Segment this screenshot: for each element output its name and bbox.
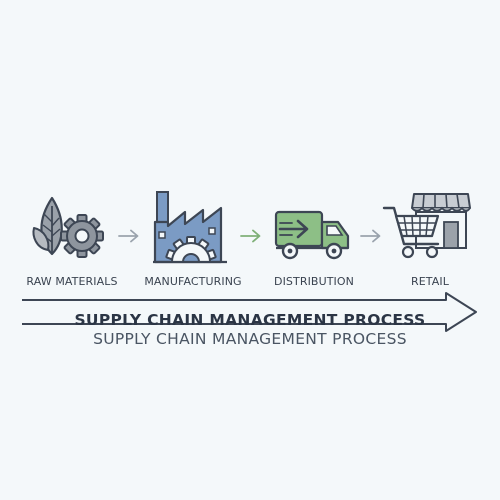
step-label-manufacturing: MANUFACTURING (144, 275, 242, 288)
connector-arrow-2 (240, 229, 261, 243)
step-label-retail: RETAIL (411, 275, 449, 288)
connector-arrow-1 (118, 229, 139, 243)
connector-arrow-3 (360, 229, 381, 243)
banner-title-bold: SUPPLY CHAIN MANAGEMENT PROCESS (74, 311, 426, 329)
process-banner-arrow (22, 292, 477, 332)
factory-icon (153, 191, 227, 264)
leaf-gear-icon (32, 196, 104, 258)
storefront-cart-icon (382, 193, 471, 259)
step-label-raw-materials: RAW MATERIALS (26, 275, 118, 288)
banner-title-light: SUPPLY CHAIN MANAGEMENT PROCESS (93, 330, 407, 348)
delivery-truck-icon (274, 210, 350, 260)
step-label-distribution: DISTRIBUTION (274, 275, 354, 288)
